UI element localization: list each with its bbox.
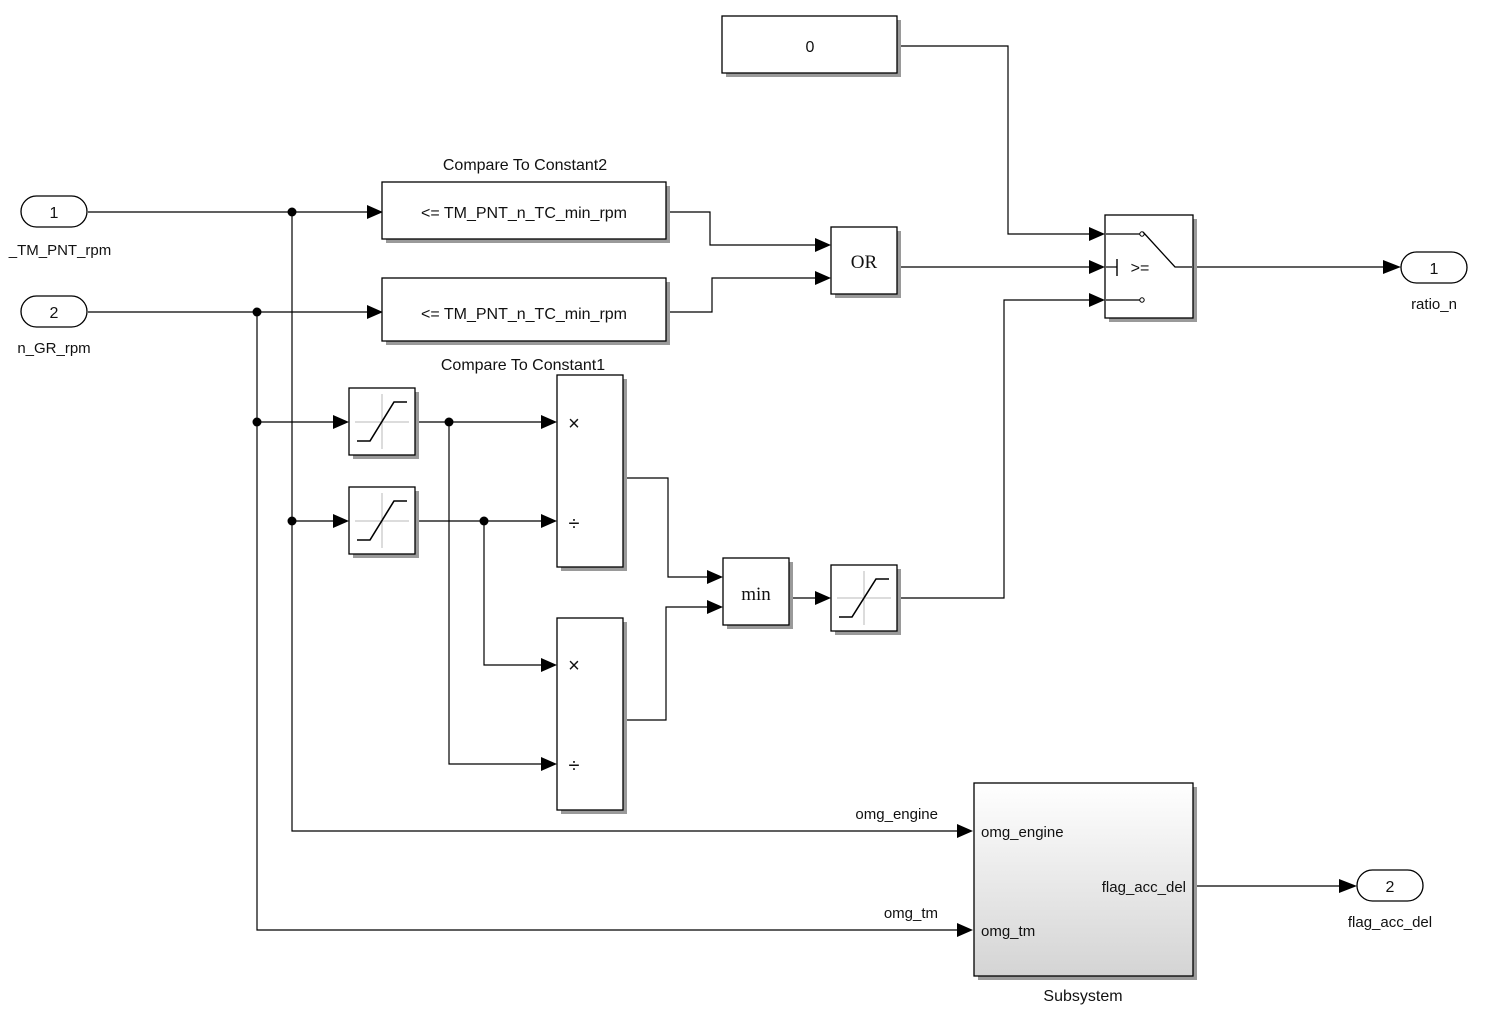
signal-lines — [88, 45, 1401, 937]
product-block-2[interactable]: × ÷ — [556, 617, 627, 814]
saturation-icon — [837, 571, 891, 625]
subsystem-input-omg-engine: omg_engine — [981, 824, 1064, 841]
outport-2[interactable]: 2 flag_acc_del — [1348, 869, 1432, 931]
outport-2-label: flag_acc_del — [1348, 914, 1432, 931]
inport-2[interactable]: 2 n_GR_rpm — [17, 295, 91, 357]
switch-icon — [1106, 231, 1192, 303]
compare-1-expression: <= TM_PNT_n_TC_min_rpm — [421, 306, 627, 323]
min-label: min — [741, 584, 771, 605]
inport-2-label: n_GR_rpm — [17, 340, 90, 357]
compare-2-expression: <= TM_PNT_n_TC_min_rpm — [421, 205, 627, 222]
product-block-1[interactable]: × ÷ — [556, 374, 627, 571]
saturation-block-2[interactable] — [348, 486, 419, 558]
compare-to-constant-2[interactable]: Compare To Constant2 <= TM_PNT_n_TC_min_… — [381, 157, 670, 243]
saturation-block-3[interactable] — [830, 564, 901, 635]
compare-2-name: Compare To Constant2 — [443, 157, 607, 174]
switch-criteria: >= — [1131, 260, 1150, 277]
constant-value: 0 — [806, 39, 815, 56]
divide-icon: ÷ — [569, 513, 580, 535]
subsystem-output-flag-acc-del: flag_acc_del — [1102, 879, 1186, 896]
compare-1-name: Compare To Constant1 — [441, 357, 605, 374]
saturation-icon — [355, 394, 409, 449]
branch-points — [252, 207, 489, 526]
signal-label-omg-tm: omg_tm — [884, 905, 938, 922]
outport-1-label: ratio_n — [1411, 296, 1457, 313]
multiply-icon: × — [568, 413, 580, 435]
saturation-icon — [355, 493, 409, 548]
subsystem-block[interactable]: omg_engine omg_tm flag_acc_del Subsystem — [973, 782, 1197, 1005]
divide-icon: ÷ — [569, 755, 580, 777]
logic-operator: OR — [851, 252, 878, 273]
inport-2-number: 2 — [50, 305, 59, 322]
inport-1[interactable]: 1 _TM_PNT_rpm — [8, 195, 112, 259]
saturation-block-1[interactable] — [348, 387, 419, 459]
signal-label-omg-engine: omg_engine — [855, 806, 938, 823]
subsystem-input-omg-tm: omg_tm — [981, 923, 1035, 940]
outport-2-number: 2 — [1386, 879, 1395, 896]
compare-to-constant-1[interactable]: <= TM_PNT_n_TC_min_rpm Compare To Consta… — [381, 277, 670, 374]
inport-1-number: 1 — [50, 205, 59, 222]
constant-block[interactable]: 0 — [721, 15, 901, 77]
subsystem-name: Subsystem — [1043, 988, 1122, 1005]
inport-1-label: _TM_PNT_rpm — [8, 242, 112, 259]
min-block[interactable]: min — [722, 557, 793, 629]
multiply-icon: × — [568, 655, 580, 677]
outport-1[interactable]: 1 ratio_n — [1400, 251, 1468, 313]
logical-or-block[interactable]: OR — [830, 226, 901, 298]
outport-1-number: 1 — [1430, 261, 1439, 278]
switch-block[interactable]: >= — [1104, 214, 1197, 322]
